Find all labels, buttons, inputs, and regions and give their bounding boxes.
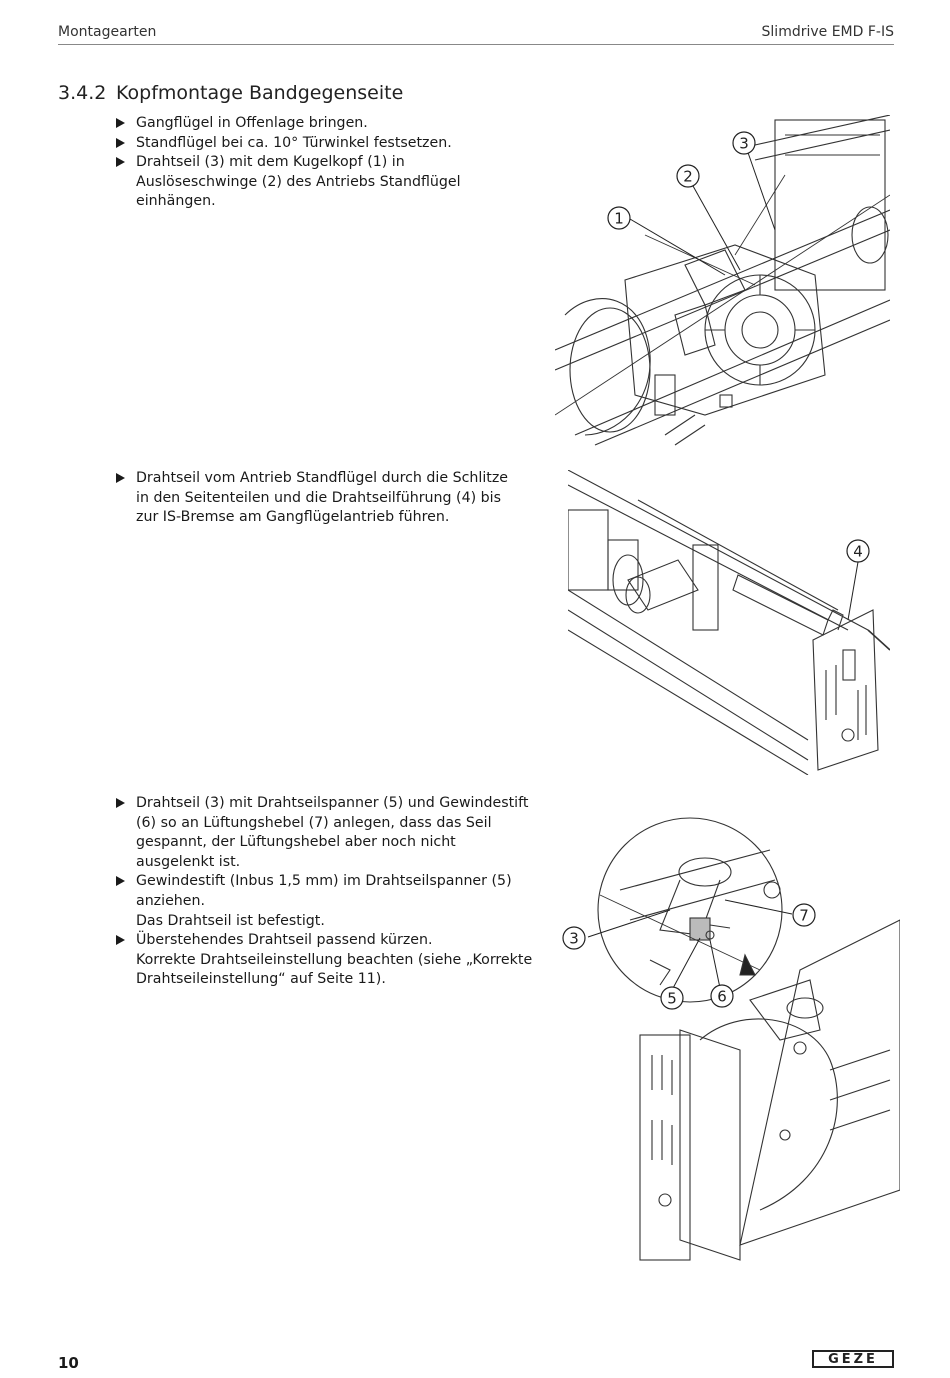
callout-3: 3 [732,131,756,155]
section-title-text: Kopfmontage Bandgegenseite [116,81,404,104]
svg-text:7: 7 [799,907,809,925]
svg-text:4: 4 [853,543,863,561]
svg-text:6: 6 [717,988,727,1006]
callout-5: 5 [660,986,684,1010]
svg-text:1: 1 [614,210,624,228]
triangle-bullet-icon [116,876,125,887]
page-number: 10 [58,1354,79,1372]
svg-text:3: 3 [739,135,749,153]
section-title: 3.4.2 Kopfmontage Bandgegenseite [58,82,403,104]
step-list-1: Gangflügel in Offenlage bringen. Standfl… [116,114,536,212]
callout-7: 7 [792,903,816,927]
step-item: Standflügel bei ca. 10° Türwinkel festse… [116,134,536,154]
callout-1: 1 [607,206,631,230]
triangle-bullet-icon [116,118,125,128]
figure-cable-guide: 4 [568,470,890,775]
svg-text:5: 5 [667,990,677,1008]
step-item: Drahtseil (3) mit dem Kugelkopf (1) in A… [116,153,506,212]
triangle-bullet-icon [116,137,125,148]
callout-3: 3 [562,926,586,950]
step-note: Korrekte Drahtseileinstellung beachten (… [136,951,533,988]
step-result: Das Drahtseil ist befestigt. [136,912,325,929]
triangle-bullet-icon [116,473,125,483]
step-item: Überstehendes Drahtseil passend kürzen. [116,931,536,951]
step-list-2: Drahtseil vom Antrieb Standflügel durch … [116,469,536,528]
step-item: Drahtseil vom Antrieb Standflügel durch … [116,469,516,528]
svg-text:2: 2 [683,168,693,186]
header-product-name: Slimdrive EMD F-IS [761,24,894,40]
triangle-bullet-icon [116,935,125,946]
step-item: Gewindestift (Inbus 1,5 mm) im Drahtseil… [116,872,536,911]
callout-4: 4 [846,539,870,563]
figure-drive-trigger-rocker: 1 2 3 [555,115,890,446]
triangle-bullet-icon [116,798,125,808]
triangle-bullet-icon [116,157,125,168]
header-section-label: Montagearten [58,24,157,40]
callout-2: 2 [676,164,700,188]
step-item: Gangflügel in Offenlage bringen. [116,114,536,134]
geze-logo: GEZE [812,1350,894,1368]
callout-6: 6 [710,984,734,1008]
header-divider [58,44,894,45]
svg-text:3: 3 [569,930,579,948]
step-item: Drahtseil (3) mit Drahtseilspanner (5) u… [116,794,536,872]
figure-cable-tensioner: 3 7 5 6 [562,817,900,1261]
step-list-3: Drahtseil (3) mit Drahtseilspanner (5) u… [116,794,536,990]
section-number: 3.4.2 [58,81,107,104]
